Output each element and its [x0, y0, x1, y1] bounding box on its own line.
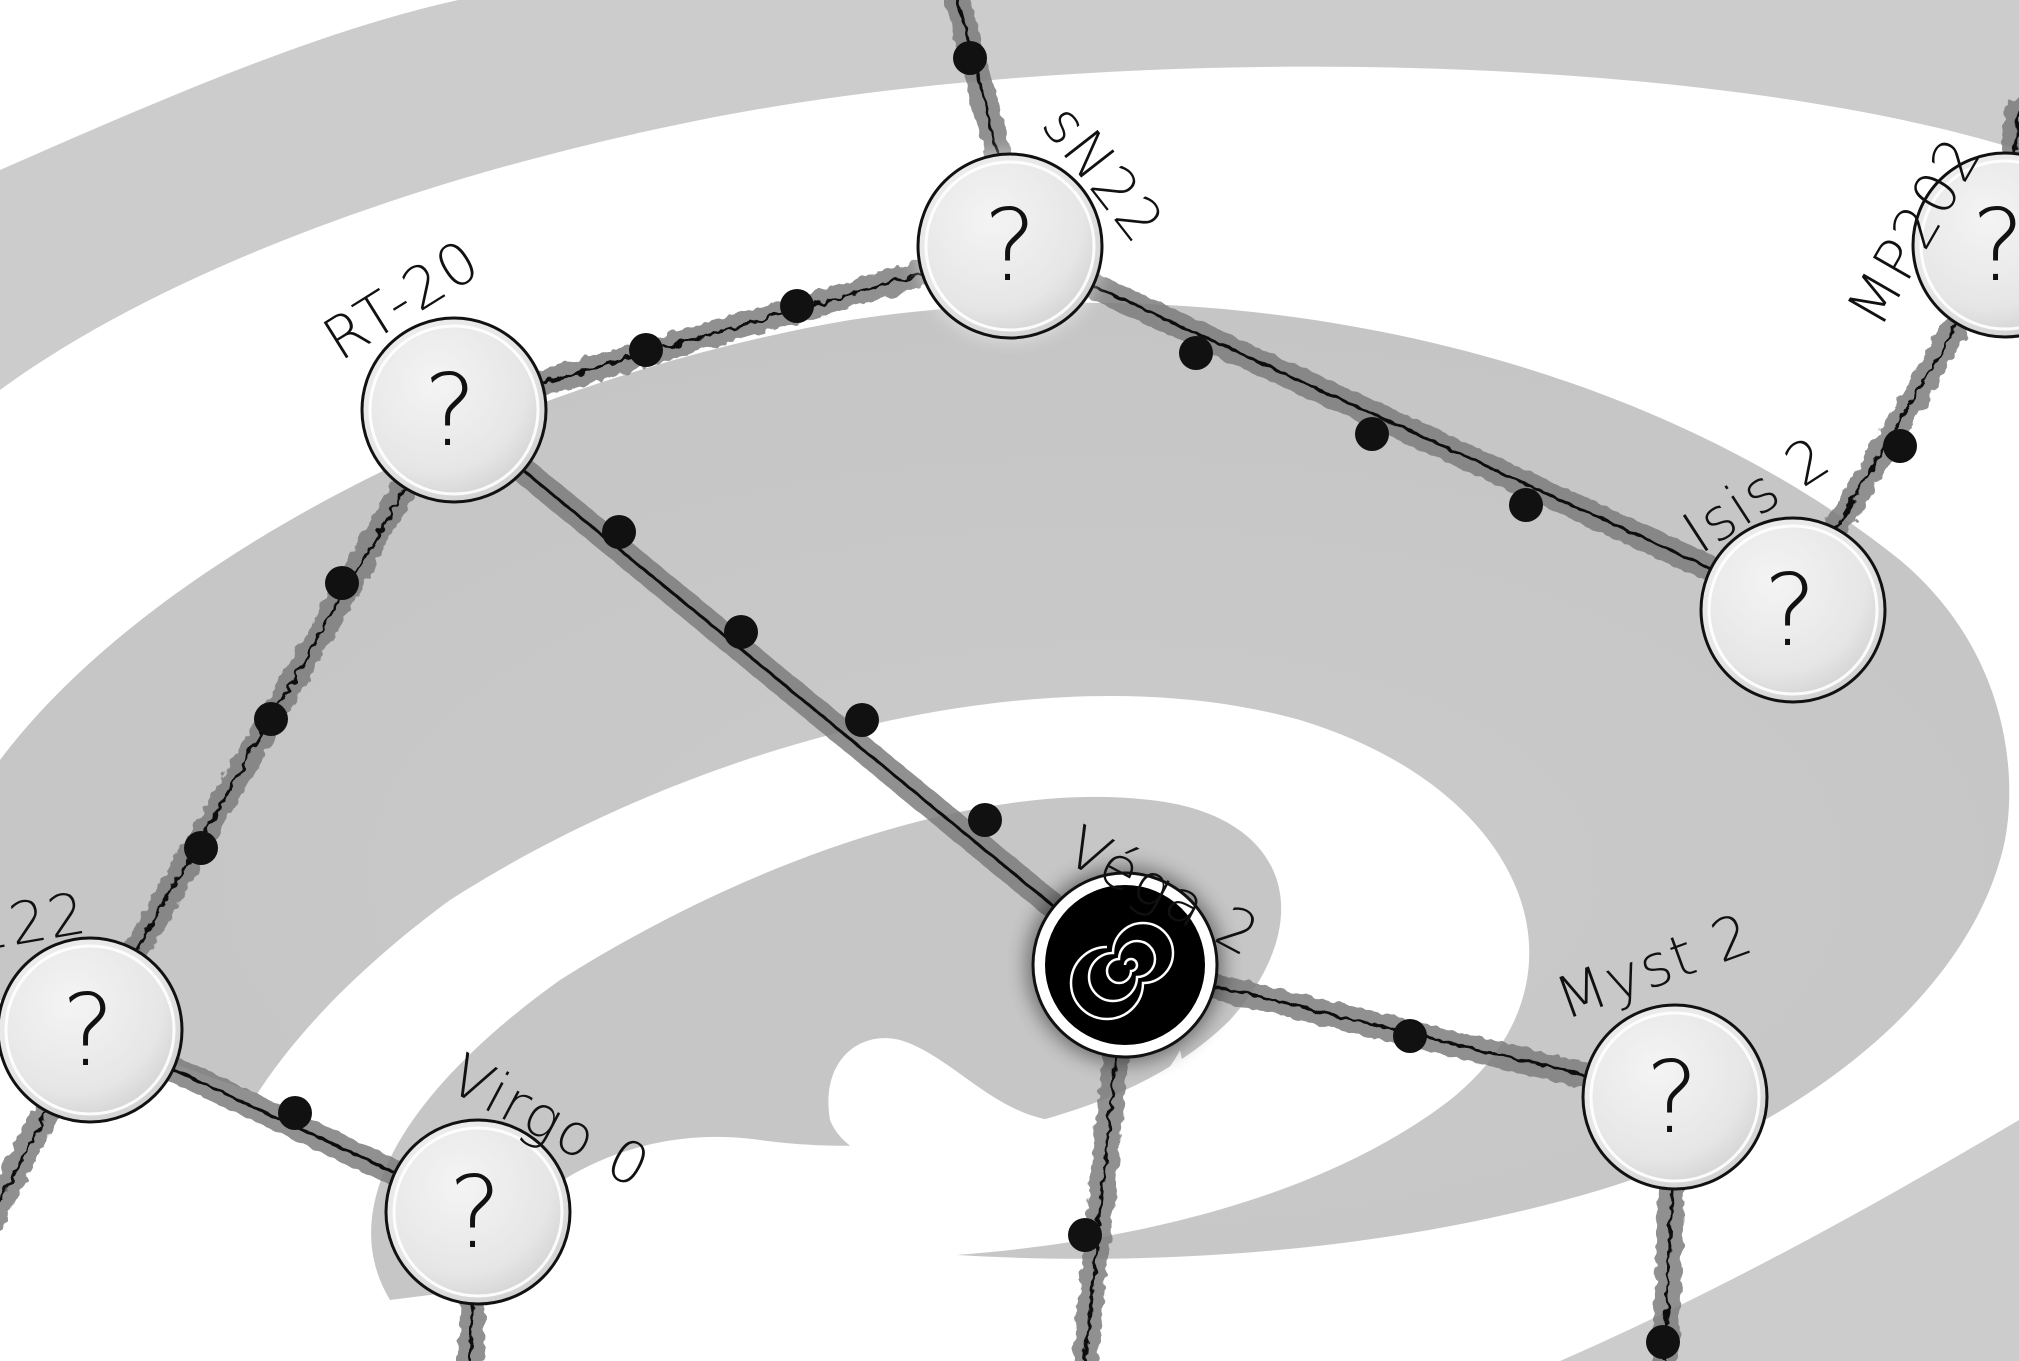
waypoint-dot[interactable]	[1509, 488, 1543, 522]
waypoint-dot[interactable]	[629, 333, 663, 367]
waypoint-dot[interactable]	[1068, 1218, 1102, 1252]
unknown-icon: ?	[983, 187, 1036, 304]
route-waypoints	[184, 41, 1917, 1359]
waypoint-dot[interactable]	[968, 803, 1002, 837]
waypoint-dot[interactable]	[1883, 429, 1917, 463]
node-sn22[interactable]: ? sN22	[916, 92, 1178, 340]
waypoint-dot[interactable]	[953, 41, 987, 75]
waypoint-dot[interactable]	[1355, 417, 1389, 451]
spiral-icon	[1069, 921, 1175, 1021]
unknown-icon: ?	[448, 1154, 501, 1271]
waypoint-dot[interactable]	[254, 702, 288, 736]
waypoint-dot[interactable]	[278, 1096, 312, 1130]
waypoint-dot[interactable]	[184, 831, 218, 865]
node-122[interactable]: ? 122	[0, 879, 184, 1124]
node-rt20[interactable]: ? RT-20	[311, 226, 548, 504]
waypoint-dot[interactable]	[724, 615, 758, 649]
waypoint-dot[interactable]	[1646, 1325, 1680, 1359]
waypoint-dot[interactable]	[780, 289, 814, 323]
node-mp202[interactable]: ? MP202	[1833, 125, 2019, 339]
unknown-icon: ?	[423, 352, 476, 469]
unknown-icon: ?	[1971, 187, 2019, 304]
waypoint-dot[interactable]	[602, 515, 636, 549]
waypoint-dot[interactable]	[845, 703, 879, 737]
unknown-icon: ?	[61, 972, 114, 1089]
waypoint-dot[interactable]	[1393, 1019, 1427, 1053]
unknown-icon: ?	[1763, 552, 1816, 669]
waypoint-dot[interactable]	[325, 566, 359, 600]
unknown-icon: ?	[1645, 1039, 1698, 1156]
waypoint-dot[interactable]	[1179, 336, 1213, 370]
